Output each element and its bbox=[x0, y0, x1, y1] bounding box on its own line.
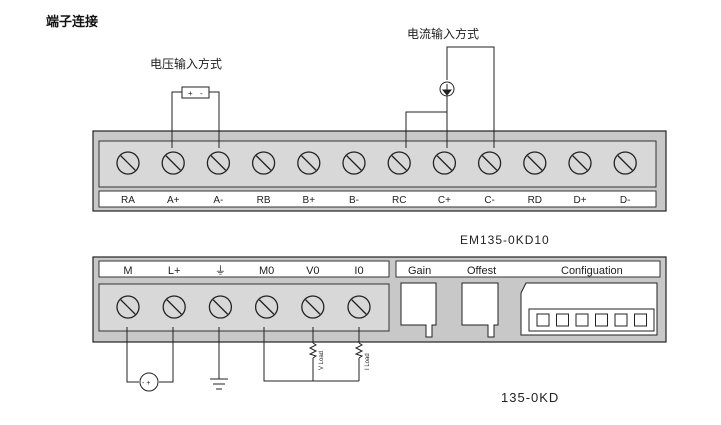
dip-switch bbox=[634, 313, 647, 327]
top-terminal-screw bbox=[342, 151, 366, 175]
dip-switch bbox=[556, 313, 569, 327]
current-wire-rc-jumper bbox=[405, 111, 447, 148]
adjust-label-strip bbox=[395, 260, 661, 278]
voltage-source-symbol bbox=[181, 86, 210, 99]
top-terminal-label: B+ bbox=[303, 195, 316, 206]
supply-polarity: - + bbox=[142, 380, 150, 387]
top-terminal-label: RD bbox=[528, 195, 542, 206]
top-terminal-screw bbox=[613, 151, 637, 175]
bottom-terminal-label: M bbox=[123, 265, 132, 277]
voltage-wire-plus bbox=[171, 91, 182, 148]
top-terminal-label: A+ bbox=[167, 195, 180, 206]
model-label-upper: EM135-0KD10 bbox=[460, 233, 550, 247]
bottom-terminal-label: L+ bbox=[168, 265, 181, 277]
bottom-terminal-label: V0 bbox=[306, 265, 319, 277]
supply-source-symbol bbox=[139, 372, 159, 392]
bottom-label-strip bbox=[98, 260, 390, 278]
i-load-resistor bbox=[354, 342, 364, 359]
current-wire-top bbox=[446, 46, 495, 148]
load-wire-m0 bbox=[263, 327, 359, 382]
top-terminal-screw bbox=[523, 151, 547, 175]
top-terminal-label: A- bbox=[213, 195, 223, 206]
top-terminal-screw bbox=[387, 151, 411, 175]
top-terminal-label: D- bbox=[620, 195, 631, 206]
top-terminal-label: C- bbox=[484, 195, 495, 206]
dip-switch bbox=[536, 313, 550, 327]
top-screw-strip bbox=[98, 140, 657, 188]
voltage-wire-minus bbox=[209, 91, 220, 148]
bottom-terminal-label: M0 bbox=[259, 265, 274, 277]
supply-wire-lplus bbox=[159, 327, 174, 383]
top-terminal-screw bbox=[116, 151, 140, 175]
top-terminal-label: RA bbox=[121, 195, 135, 206]
top-terminal-screw bbox=[568, 151, 592, 175]
config-label: Configuation bbox=[561, 265, 623, 277]
current-source-arrowhead bbox=[441, 89, 453, 96]
top-terminal-label: D+ bbox=[573, 195, 586, 206]
bottom-terminal-label: I0 bbox=[354, 265, 363, 277]
top-terminal-screw bbox=[206, 151, 231, 175]
bottom-wiring: - + V Load I Load bbox=[126, 327, 371, 392]
model-label-lower: 135-0KD bbox=[501, 390, 559, 405]
offset-potentiometer bbox=[461, 282, 499, 338]
dip-switch bbox=[575, 313, 589, 327]
dip-switch bbox=[614, 313, 628, 327]
offset-label: Offest bbox=[467, 265, 496, 277]
bottom-screw-strip bbox=[98, 283, 390, 332]
v-load-label: V Load bbox=[319, 351, 325, 370]
bottom-terminal-screw bbox=[301, 295, 325, 319]
current-mode-label: 电流输入方式 bbox=[407, 26, 479, 41]
ground-icon bbox=[210, 378, 228, 390]
voltage-source-plus: + bbox=[188, 89, 193, 98]
top-terminal-screw bbox=[161, 151, 185, 175]
voltage-source-minus: - bbox=[200, 89, 203, 98]
voltage-mode-label: 电压输入方式 bbox=[150, 56, 222, 71]
gain-potentiometer bbox=[400, 282, 437, 338]
bottom-terminal-block: M L+ ⏚ M0 V0 I0 Gain Offest Configuation bbox=[92, 256, 667, 343]
supply-wire-m bbox=[126, 327, 139, 383]
bottom-terminal-screw bbox=[208, 295, 233, 319]
voltage-input-wiring: 电压输入方式 + - bbox=[150, 56, 222, 148]
top-terminal-label: B- bbox=[349, 195, 359, 206]
gain-label: Gain bbox=[408, 265, 431, 277]
bottom-terminal-screw bbox=[116, 295, 140, 319]
bottom-terminal-screw bbox=[347, 295, 371, 319]
top-terminal-screw bbox=[297, 151, 321, 175]
top-terminal-screw bbox=[251, 151, 276, 175]
top-terminal-label: RC bbox=[392, 195, 406, 206]
current-input-wiring: 电流输入方式 bbox=[405, 26, 495, 148]
ground-terminal-icon: ⏚ bbox=[215, 264, 226, 277]
top-terminal-screw bbox=[432, 151, 457, 175]
top-terminal-screw bbox=[477, 151, 502, 175]
bottom-terminal-screw bbox=[254, 295, 279, 319]
dip-switch bbox=[595, 313, 608, 327]
i-load-label: I Load bbox=[365, 353, 371, 370]
top-terminal-label: RB bbox=[257, 195, 271, 206]
bottom-terminal-screw bbox=[162, 295, 186, 319]
v-load-resistor bbox=[308, 342, 318, 359]
top-label-strip bbox=[98, 190, 657, 208]
top-terminal-label: C+ bbox=[438, 195, 451, 206]
page-title: 端子连接 bbox=[46, 14, 98, 30]
top-terminal-block: RA A+ A- RB B+ B- RC C+ C- RD D+ D- bbox=[92, 130, 667, 212]
